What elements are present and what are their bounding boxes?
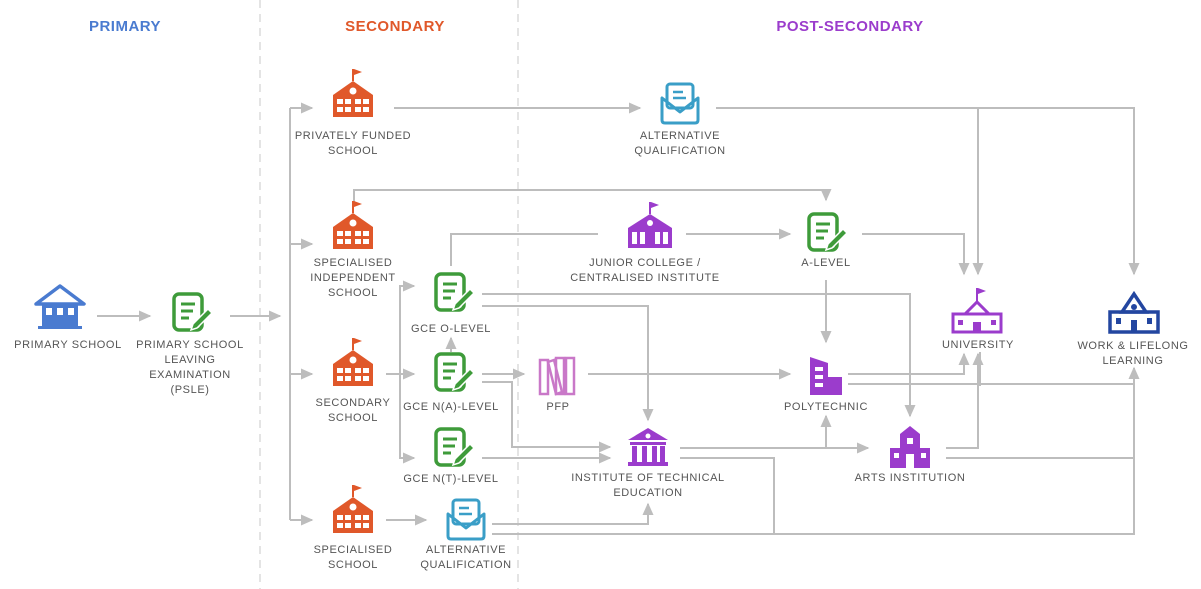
label-secondary-school: SECONDARY SCHOOL — [315, 397, 391, 424]
label-gce-nt-level: GCE N(T)-LEVEL — [403, 473, 499, 485]
institute-columns-icon — [628, 428, 668, 466]
label-university: UNIVERSITY — [941, 339, 1014, 351]
label-a-level: A-LEVEL — [801, 257, 851, 269]
connectors — [97, 102, 1140, 535]
school-building-icon — [333, 69, 373, 117]
header-secondary: SECONDARY — [345, 18, 445, 35]
label-primary-school: PRIMARY SCHOOL — [14, 339, 122, 351]
school-building-icon — [333, 485, 373, 533]
office-building-icon — [810, 357, 842, 395]
school-building-icon — [333, 338, 373, 386]
exam-paper-pencil-icon — [434, 352, 476, 392]
label-pfp: PFP — [546, 401, 570, 413]
label-specialised-school: SPECIALISED SCHOOL — [313, 544, 393, 571]
header-primary: PRIMARY — [88, 18, 162, 35]
header-post-secondary: POST-SECONDARY — [776, 18, 924, 35]
label-work-lifelong-learning: WORK & LIFELONG LEARNING — [1077, 340, 1189, 367]
house-school-icon — [34, 284, 86, 331]
label-arts-institution: ARTS INSTITUTION — [854, 472, 966, 484]
envelope-certificate-icon — [660, 82, 700, 125]
exam-paper-pencil-icon — [807, 212, 849, 252]
label-gce-o-level: GCE O-LEVEL — [411, 323, 491, 335]
books-icon — [538, 356, 576, 396]
label-alternative-qualification-top: ALTERNATIVE QUALIFICATION — [634, 130, 726, 157]
label-junior-college: JUNIOR COLLEGE / CENTRALISED INSTITUTE — [570, 257, 720, 284]
label-alternative-qualification-bottom: ALTERNATIVE QUALIFICATION — [420, 544, 512, 571]
college-building-icon — [628, 202, 672, 248]
label-ite: INSTITUTE OF TECHNICAL EDUCATION — [571, 472, 725, 499]
exam-paper-pencil-icon — [434, 427, 476, 467]
work-building-icon — [1108, 292, 1160, 334]
exam-paper-pencil-icon — [172, 292, 214, 332]
label-specialised-independent-school: SPECIALISED INDEPENDENT SCHOOL — [310, 257, 396, 299]
school-building-icon — [333, 201, 373, 249]
envelope-certificate-icon — [446, 498, 486, 541]
label-polytechnic: POLYTECHNIC — [783, 401, 869, 413]
label-psle: PRIMARY SCHOOL LEAVING EXAMINATION (PSLE… — [136, 339, 244, 396]
exam-paper-pencil-icon — [434, 272, 476, 312]
label-privately-funded-school: PRIVATELY FUNDED SCHOOL — [294, 130, 412, 157]
university-building-icon — [951, 286, 1003, 334]
arts-building-icon — [890, 426, 930, 468]
label-gce-na-level: GCE N(A)-LEVEL — [403, 401, 499, 413]
